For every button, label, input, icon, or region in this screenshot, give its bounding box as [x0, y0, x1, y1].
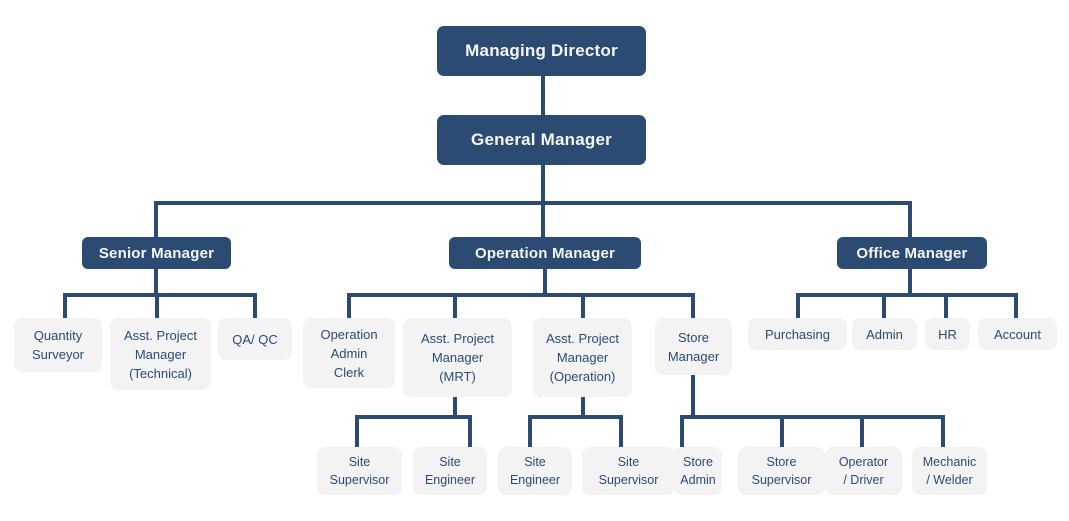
connector-line: [908, 201, 912, 237]
node-store-manager: Store Manager: [655, 318, 732, 375]
connector-line: [581, 397, 585, 419]
connector-line: [453, 293, 457, 318]
connector-line: [154, 201, 912, 205]
connector-line: [63, 293, 67, 318]
node-senior-manager: Senior Manager: [82, 237, 231, 269]
node-site-supervisor-operation: Site Supervisor: [582, 447, 675, 495]
connector-line: [944, 293, 948, 318]
connector-line: [680, 415, 684, 447]
connector-line: [154, 201, 158, 237]
connector-line: [528, 415, 623, 419]
node-operation-admin-clerk: Operation Admin Clerk: [303, 318, 395, 388]
connector-line: [253, 293, 257, 318]
node-account: Account: [978, 318, 1057, 350]
connector-line: [453, 397, 457, 419]
connector-line: [355, 415, 472, 419]
node-admin: Admin: [852, 318, 917, 350]
connector-line: [691, 375, 695, 419]
connector-line: [355, 415, 359, 447]
connector-line: [543, 269, 547, 295]
connector-line: [154, 269, 158, 295]
node-general-manager: General Manager: [437, 115, 646, 165]
connector-line: [680, 415, 945, 419]
node-store-admin: Store Admin: [674, 447, 722, 495]
connector-line: [541, 76, 545, 115]
node-asst-project-manager-mrt: Asst. Project Manager (MRT): [403, 318, 512, 397]
connector-line: [908, 269, 912, 295]
connector-line: [780, 415, 784, 447]
connector-line: [796, 293, 1018, 297]
connector-line: [528, 415, 532, 447]
connector-line: [860, 415, 864, 447]
node-site-engineer-operation: Site Engineer: [498, 447, 572, 495]
node-office-manager: Office Manager: [837, 237, 987, 269]
connector-line: [1014, 293, 1018, 318]
connector-line: [347, 293, 351, 318]
node-quantity-surveyor: Quantity Surveyor: [14, 318, 102, 372]
node-qa-qc: QA/ QC: [218, 318, 292, 360]
node-asst-project-manager-technical: Asst. Project Manager (Technical): [110, 318, 211, 390]
connector-line: [941, 415, 945, 447]
connector-line: [581, 293, 585, 318]
node-site-supervisor-mrt: Site Supervisor: [317, 447, 402, 495]
node-hr: HR: [925, 318, 970, 350]
node-site-engineer-mrt: Site Engineer: [413, 447, 487, 495]
node-store-supervisor: Store Supervisor: [738, 447, 825, 495]
node-asst-project-manager-operation: Asst. Project Manager (Operation): [533, 318, 632, 397]
node-mechanic-welder: Mechanic / Welder: [912, 447, 987, 495]
connector-line: [619, 415, 623, 447]
node-operation-manager: Operation Manager: [449, 237, 641, 269]
connector-line: [691, 293, 695, 318]
connector-line: [796, 293, 800, 318]
connector-line: [882, 293, 886, 318]
connector-line: [347, 293, 695, 297]
node-operator-driver: Operator / Driver: [825, 447, 902, 495]
connector-line: [63, 293, 257, 297]
node-purchasing: Purchasing: [748, 318, 847, 350]
connector-line: [155, 293, 159, 318]
node-managing-director: Managing Director: [437, 26, 646, 76]
connector-line: [468, 415, 472, 447]
